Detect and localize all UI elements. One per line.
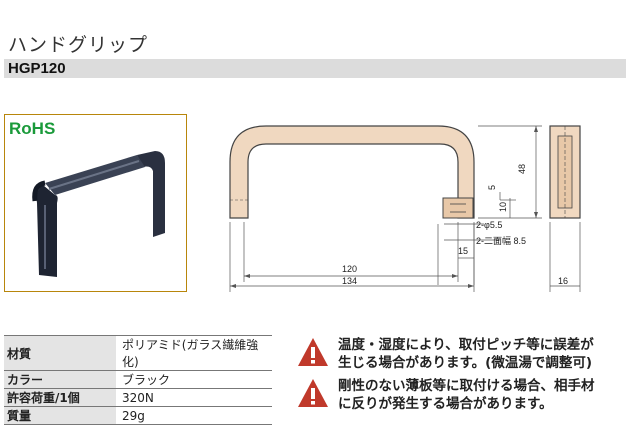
table-row: 許容荷重/1個 320N [4, 388, 272, 407]
spec-key: 質量 [4, 406, 116, 425]
dim-slot: 2-二面幅 8.5 [476, 235, 526, 246]
warning-text: 剛性のない薄板等に取付ける場合、相手材 に反りが発生する場合があります。 [338, 378, 595, 412]
warning-note: 剛性のない薄板等に取付ける場合、相手材 に反りが発生する場合があります。 [296, 377, 626, 413]
dim-phi: 2-φ5.5 [476, 220, 502, 230]
rohs-badge: RoHS [9, 119, 56, 138]
spec-value: 320N [116, 388, 272, 407]
spec-value: ブラック [116, 370, 272, 389]
technical-drawing: 48 5 10 2-φ5.5 2-二面幅 8.5 15 120 134 16 [229, 125, 581, 292]
dim-5: 5 [487, 185, 497, 190]
spec-value: ポリアミド(ガラス繊維強化) [116, 335, 272, 371]
handle-outline [229, 125, 475, 219]
dim-134: 134 [342, 276, 357, 286]
dim-10: 10 [498, 202, 508, 212]
warning-triangle-icon [298, 379, 328, 407]
warning-text: 温度・湿度により、取付ピッチ等に誤差が 生じる場合があります。(微温湯で調整可) [338, 337, 594, 371]
handle-photo-illustration [32, 151, 165, 277]
dim-16: 16 [558, 276, 568, 286]
table-row: 材質 ポリアミド(ガラス繊維強化) [4, 335, 272, 371]
spec-key: 材質 [4, 335, 116, 371]
spec-table: 材質 ポリアミド(ガラス繊維強化) カラー ブラック 許容荷重/1個 320N … [4, 335, 272, 425]
spec-key: 許容荷重/1個 [4, 388, 116, 407]
table-row: カラー ブラック [4, 370, 272, 389]
dim-48: 48 [517, 164, 527, 174]
warning-note: 温度・湿度により、取付ピッチ等に誤差が 生じる場合があります。(微温湯で調整可) [296, 336, 626, 372]
product-code-bar: HGP120 [4, 59, 626, 78]
dim-120: 120 [342, 264, 357, 274]
table-row: 質量 29g [4, 406, 272, 425]
product-photo: RoHS [4, 114, 187, 292]
dim-15: 15 [458, 246, 468, 256]
warning-triangle-icon [298, 338, 328, 366]
page-title: ハンドグリップ [8, 34, 149, 56]
spec-key: カラー [4, 370, 116, 389]
spec-value: 29g [116, 406, 272, 425]
